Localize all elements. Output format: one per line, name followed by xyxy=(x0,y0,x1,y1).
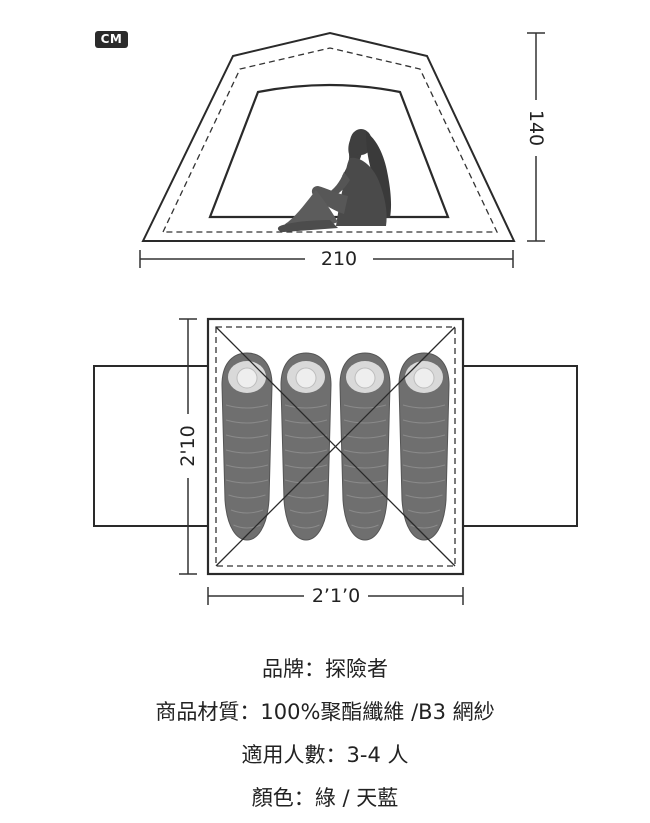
unit-badge: CM xyxy=(95,31,128,48)
spec-value: 100%聚酯纖維 /B3 網紗 xyxy=(260,700,495,724)
spec-separator: ： xyxy=(239,700,261,724)
sleeping-bag xyxy=(280,352,332,541)
spec-capacity: 適用人數：3-4 人 xyxy=(0,734,650,777)
spec-brand: 品牌：探險者 xyxy=(0,648,650,691)
spec-value: 綠 / 天藍 xyxy=(314,786,399,810)
spec-color: 顏色：綠 / 天藍 xyxy=(0,777,650,820)
top-length-dimension xyxy=(179,318,197,575)
spec-label: 顏色 xyxy=(251,786,294,810)
height-dimension xyxy=(527,32,545,242)
sleeping-bags xyxy=(221,352,450,541)
spec-label: 適用人數 xyxy=(241,743,326,767)
spec-separator: ： xyxy=(304,657,325,681)
top-width-label: 2’1’0 xyxy=(312,585,360,607)
right-vestibule xyxy=(462,365,578,527)
spec-value: 3-4 人 xyxy=(346,743,409,767)
tent-dimension-diagram: 140 210 2'10 xyxy=(93,31,578,607)
spec-separator: ： xyxy=(325,743,347,767)
sleeping-bag xyxy=(398,352,450,541)
tent-dashed-seam xyxy=(161,47,499,233)
seated-person-silhouette xyxy=(277,129,392,232)
side-view: 140 210 xyxy=(139,31,547,270)
sleeping-bag xyxy=(221,352,273,541)
side-width-label: 210 xyxy=(321,248,357,270)
top-length-label: 2'10 xyxy=(177,425,199,467)
tent-poles xyxy=(215,326,456,567)
spec-label: 商品材質 xyxy=(155,700,240,724)
sleeping-bag xyxy=(339,352,391,541)
top-view: 2'10 2’1’0 xyxy=(93,317,578,607)
spec-value: 探險者 xyxy=(325,657,388,681)
spec-material: 商品材質：100%聚酯纖維 /B3 網紗 xyxy=(0,691,650,734)
spec-label: 品牌 xyxy=(262,657,304,681)
top-width-dimension xyxy=(207,587,464,605)
product-specs: 品牌：探險者 商品材質：100%聚酯纖維 /B3 網紗 適用人數：3-4 人 顏… xyxy=(0,648,650,820)
spec-separator: ： xyxy=(293,786,315,810)
height-label: 140 xyxy=(525,110,547,146)
side-width-dimension xyxy=(139,250,514,268)
